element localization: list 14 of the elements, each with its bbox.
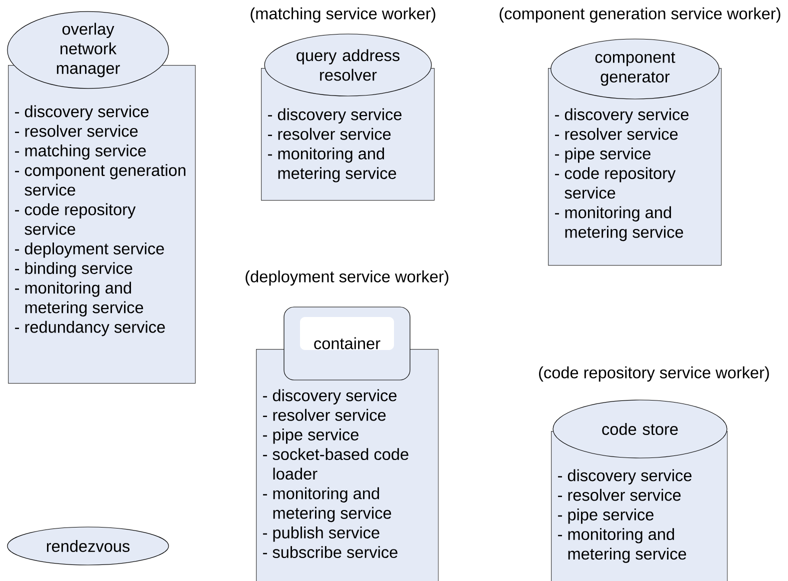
node-label: - resolver service (558, 488, 681, 501)
worker-caption: (code repository service worker) (539, 366, 769, 382)
ellipse-header: overlay network manager (7, 11, 169, 89)
worker-caption: (component generation service worker) (500, 7, 780, 23)
node-label: - discovery service (558, 469, 692, 484)
ellipse-header: code store (552, 400, 728, 458)
ellipse-header: rendezvous (7, 526, 169, 566)
node-label: - monitoring and metering service (558, 528, 686, 563)
service-box: - discovery service - resolver service - pipe service - socket-based code loader - monitoring and metering service - publish service - subscribe service (256, 349, 439, 581)
node-label: - pipe service (558, 508, 654, 524)
ellipse-header: component generator (550, 38, 720, 100)
worker-caption: (deployment service worker) (246, 270, 448, 286)
ellipse-header: query address resolver (264, 34, 432, 96)
worker-caption: (matching service worker) (250, 7, 436, 23)
